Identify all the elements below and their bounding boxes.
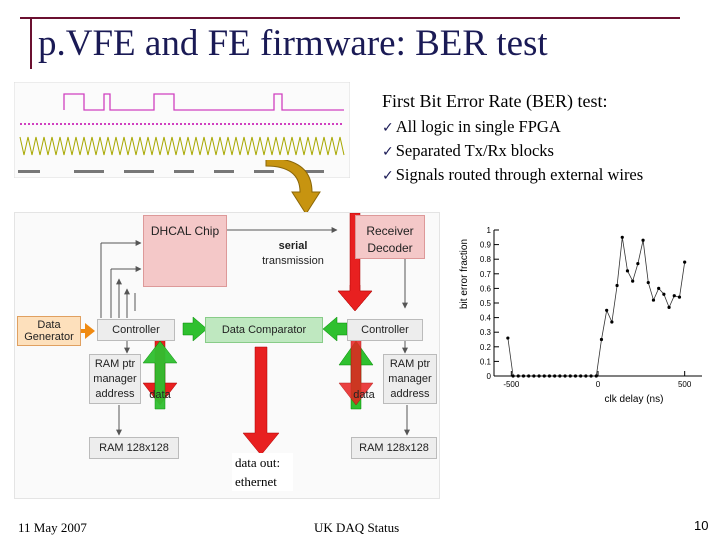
data-comparator-box: Data Comparator (205, 317, 323, 343)
chart-y-tick-label: 1 (487, 226, 492, 235)
chart-point (547, 374, 552, 378)
data-left-label: data (149, 389, 171, 401)
controller-left-box: Controller (97, 319, 175, 341)
chart-point (579, 374, 583, 378)
chart-x-tick-label: 0 (596, 380, 601, 389)
chart-point (516, 374, 520, 378)
chart-point (625, 269, 630, 273)
chart-point (651, 298, 656, 302)
chart-y-tick-label: 0.3 (480, 328, 492, 337)
chart-point (636, 261, 640, 266)
data-right-label: data (353, 389, 375, 401)
chart-point (542, 374, 546, 378)
chart-point (584, 374, 588, 378)
chart-point (589, 374, 593, 378)
chart-point (573, 374, 578, 378)
footer-center-text: UK DAQ Status (314, 520, 400, 535)
data-flow-arrows (75, 213, 374, 456)
chart-y-tick-label: 0.8 (480, 255, 492, 264)
chart-point (615, 283, 619, 288)
page-number: 10 (694, 518, 709, 533)
chart-y-tick-label: 0 (487, 372, 492, 381)
checkmark-icon: ✓ (382, 144, 394, 160)
bullet-item: ✓All logic in single FPGA (382, 117, 561, 136)
chart-point (553, 374, 557, 378)
chart-series-line (507, 237, 686, 377)
checkmark-icon: ✓ (382, 120, 394, 136)
chart-y-tick-label: 0.9 (480, 241, 492, 250)
controller-right-box: Controller (347, 319, 423, 341)
chart-point (537, 374, 541, 378)
chart-point (605, 308, 609, 312)
chart-y-tick-label: 0.5 (480, 299, 492, 308)
chart-y-tick-label: 0.6 (480, 284, 492, 293)
chart-ylabel: bit error fraction (459, 239, 470, 309)
ram-left-box: RAM 128x128 (89, 437, 179, 459)
title-rule-left (30, 17, 32, 69)
ber-chart: 0 0.1 0.2 0.3 0.4 0.5 0.6 0.7 0.8 0.9 1 -500 0 500 bi… (459, 226, 702, 405)
chart-point (563, 374, 567, 378)
chart-x-tick-label: 500 (678, 380, 692, 389)
chart-point (511, 374, 515, 378)
chart-point (610, 320, 614, 324)
chart-point (631, 279, 635, 283)
data-out-label: data out:ethernet (232, 453, 293, 491)
slide-title: p.VFE and FE firmware: BER test (38, 23, 548, 64)
chart-point (620, 235, 624, 239)
chart-point (672, 294, 676, 298)
chart-point (641, 238, 645, 242)
chart-y-tick-label: 0.7 (480, 270, 492, 279)
chart-xlabel: clk delay (ns) (605, 394, 664, 405)
chart-point (568, 374, 572, 378)
chart-point (599, 337, 604, 342)
chart-point (646, 280, 650, 285)
oscilloscope-trace-image (14, 82, 350, 178)
chart-y-tick-label: 0.2 (480, 343, 492, 352)
chart-point (667, 305, 671, 309)
bullet-item: ✓Separated Tx/Rx blocks (382, 141, 554, 160)
diagram-connectors (75, 213, 410, 456)
chart-point (532, 374, 536, 378)
ber-test-heading: First Bit Error Rate (BER) test: (382, 91, 608, 111)
chart-point (683, 260, 687, 264)
chart-point (527, 374, 531, 378)
ram-right-box: RAM 128x128 (351, 437, 437, 459)
bullet-item: ✓Signals routed through external wires (382, 165, 644, 184)
chart-plot (506, 235, 687, 378)
footer-date: 11 May 2007 (18, 520, 87, 535)
chart-point (506, 336, 510, 340)
chart-y-tick-label: 0.4 (480, 314, 492, 323)
chart-y-tick-label: 0.1 (480, 357, 492, 366)
chart-x-tick-label: -500 (503, 380, 520, 389)
chart-point (521, 374, 526, 378)
chart-point (558, 374, 562, 378)
checkmark-icon: ✓ (382, 168, 394, 184)
chart-point (594, 374, 598, 378)
title-rule-top (20, 17, 680, 19)
chart-point (677, 295, 682, 299)
dhcal-chip-box: DHCAL Chip (143, 215, 227, 287)
chart-point (662, 292, 666, 296)
curved-arrow-icon (265, 160, 321, 215)
chart-point (657, 286, 661, 290)
